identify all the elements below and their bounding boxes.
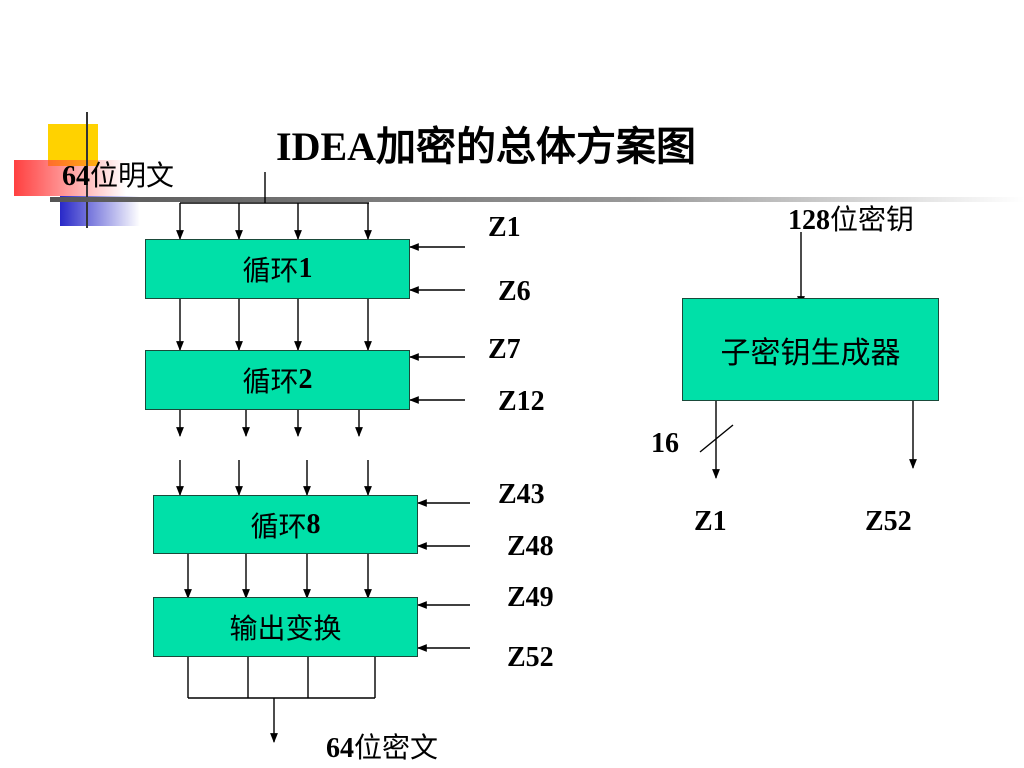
subkey-label: Z52 [507,642,554,673]
ciphertext-label: 64位密文 [326,726,438,766]
round-1-label: 循环 [242,256,299,287]
plaintext-label: 64位明文 [62,154,174,194]
round-8-label: 循环 [250,511,307,543]
subkey-label: Z48 [507,531,554,562]
generator-output-first: Z1 [694,506,727,537]
plaintext-bits: 64 [62,161,90,192]
round-8-number: 8 [306,508,321,540]
output-transform-box: 输出变换 [153,597,418,657]
generator-output-last: Z52 [865,506,912,537]
subkey-label: Z1 [488,212,521,243]
key-label: 128位密钥 [788,198,914,238]
round-1-number: 1 [298,253,313,284]
subkey-generator-box: 子密钥生成器 [682,298,939,401]
output-transform-label: 输出变换 [229,614,342,645]
round-2-number: 2 [298,364,313,395]
key-bits: 128 [788,205,830,236]
round-2-label: 循环 [242,367,299,398]
subkey-label: Z49 [507,582,554,613]
subkey-generator-label: 子密钥生成器 [720,336,901,370]
subkey-label: Z7 [488,334,521,365]
ciphertext-bits: 64 [326,733,354,764]
subkey-label: Z6 [498,276,531,307]
key-text: 位密钥 [830,205,915,236]
plaintext-text: 位明文 [90,161,175,192]
bit-width-label: 16 [651,428,679,459]
ciphertext-text: 位密文 [354,733,439,764]
page-title: IDEA加密的总体方案图 [276,124,697,169]
subkey-label: Z12 [498,386,545,417]
subkey-label: Z43 [498,479,545,510]
